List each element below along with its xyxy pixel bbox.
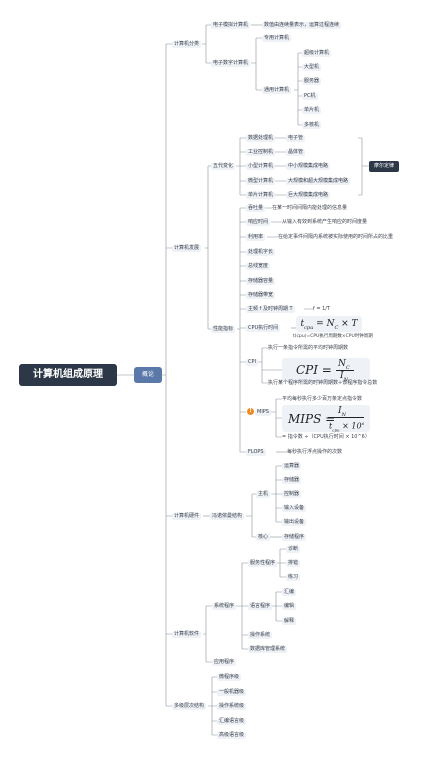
core-node[interactable]: 核心 — [256, 534, 271, 541]
service-item[interactable]: 诊断 — [286, 546, 301, 553]
metric-desc: 从输入有效到系统产生响应的时间度量 — [282, 219, 368, 225]
metric-node[interactable]: 存储器容量 — [246, 278, 276, 285]
cpi-formula: CPI = NC IN — [282, 358, 370, 383]
cpi-node[interactable]: CPI — [246, 359, 258, 366]
generation-node[interactable]: 小型计算机 — [246, 163, 276, 170]
cpu-time-formula: tcpu = NC × T — [296, 316, 362, 332]
software-node[interactable]: 计算机软件 — [172, 631, 202, 638]
level-item[interactable]: 一般机器级 — [217, 689, 247, 696]
generation-node[interactable]: 数据处理机 — [246, 135, 276, 142]
generation-tech[interactable]: 晶体管 — [286, 149, 306, 156]
general-item[interactable]: 多核机 — [302, 122, 322, 129]
general-item[interactable]: 超级计算机 — [302, 50, 332, 57]
cpu-time-desc: t(cpu)=CPU执行周期数×CPU时钟周期 — [293, 334, 373, 339]
cpu-time-node[interactable]: CPU执行时间 — [246, 325, 281, 332]
five-gen-node[interactable]: 五代变化 — [211, 163, 236, 170]
metric-node[interactable]: 吞吐量 — [246, 205, 266, 212]
neumann-node[interactable]: 冯诺依曼结构 — [210, 513, 245, 520]
overview-node[interactable]: 概论 — [134, 367, 162, 383]
levels-node[interactable]: 多级层次结构 — [172, 703, 207, 710]
warning-icon: ! — [247, 408, 254, 415]
host-item[interactable]: 输出设备 — [282, 519, 307, 526]
app-program-node[interactable]: 应用程序 — [212, 659, 237, 666]
cpi-desc2: 执行某个程序所需的时钟周期数÷该程序指令总数 — [268, 380, 378, 386]
general-item[interactable]: 服务器 — [302, 78, 322, 85]
classification-node[interactable]: 计算机分类 — [172, 41, 202, 48]
db-node[interactable]: 数据库管理系统 — [248, 646, 288, 653]
core-item[interactable]: 存储程序 — [282, 534, 307, 541]
level-item[interactable]: 操作系统级 — [217, 703, 247, 710]
lang-item[interactable]: 汇编 — [282, 589, 297, 596]
service-node[interactable]: 服务性程序 — [248, 560, 278, 567]
level-item[interactable]: 微程序级 — [217, 674, 242, 681]
level-item[interactable]: 高级语言级 — [217, 732, 247, 739]
mips-node[interactable]: MIPS — [255, 409, 271, 416]
host-item[interactable]: 输入设备 — [282, 505, 307, 512]
generation-node[interactable]: 微型计算机 — [246, 178, 276, 185]
performance-node[interactable]: 性能指标 — [211, 326, 236, 333]
special-node[interactable]: 专用计算机 — [262, 35, 292, 42]
metric-node[interactable]: 利用率 — [246, 234, 266, 241]
level-item[interactable]: 汇编语言级 — [217, 718, 247, 725]
metric-node[interactable]: 处理机字长 — [246, 249, 276, 256]
generation-tech[interactable]: 中小规模集成电路 — [286, 163, 331, 170]
generation-node[interactable]: 单片计算机 — [246, 192, 276, 199]
metric-desc: 在给定事件间隔内系统被实际使用的时间所占的比重 — [278, 234, 394, 240]
mips-desc: 平均每秒执行多少百万条定点指令数 — [282, 396, 363, 402]
metric-desc: 在某一时间间隔内能处理的信息量 — [272, 205, 348, 211]
cpi-desc: 执行一条指令所需的平均时钟周期数 — [268, 345, 349, 351]
lang-item[interactable]: 解释 — [282, 618, 297, 625]
general-item[interactable]: 大型机 — [302, 64, 322, 71]
moore-law-node[interactable]: 摩尔定律 — [369, 161, 399, 172]
general-item[interactable]: 单片机 — [302, 107, 322, 114]
flops-desc: 每秒执行浮点操作的次数 — [287, 449, 343, 455]
general-node[interactable]: 通用计算机 — [262, 87, 292, 94]
general-item[interactable]: PC机 — [302, 93, 318, 100]
analog-node[interactable]: 电子模拟计算机 — [211, 22, 251, 29]
metric-node[interactable]: 存储器带宽 — [246, 292, 276, 299]
root-node[interactable]: 计算机组成原理 — [19, 364, 117, 386]
service-item[interactable]: 练习 — [286, 574, 301, 581]
lang-node[interactable]: 语言程序 — [248, 603, 273, 610]
host-item[interactable]: 控制器 — [282, 491, 302, 498]
lang-item[interactable]: 编辑 — [282, 603, 297, 610]
generation-tech[interactable]: 电子管 — [286, 135, 306, 142]
service-item[interactable]: 排错 — [286, 560, 301, 567]
hardware-node[interactable]: 计算机硬件 — [172, 513, 202, 520]
generation-tech[interactable]: 巨大规模集成电路 — [286, 192, 331, 199]
generation-node[interactable]: 工业控制机 — [246, 149, 276, 156]
host-item[interactable]: 运算器 — [282, 463, 302, 470]
development-node[interactable]: 计算机发展 — [172, 245, 202, 252]
metric-desc: f = 1/T — [313, 306, 331, 312]
os-node[interactable]: 操作系统 — [248, 632, 273, 639]
metric-node[interactable]: 主频 f 及时钟周期 T — [246, 306, 295, 313]
host-item[interactable]: 存储器 — [282, 477, 302, 484]
mips-desc2: = 指令数 ÷（CPU执行时间 × 10^6） — [282, 434, 370, 440]
generation-tech[interactable]: 大规模和超大规模集成电路 — [286, 178, 351, 185]
mips-formula: MIPS = IN tcpu × 106 — [282, 405, 370, 432]
analog-desc-node[interactable]: 数值由连续量表示，运算过程连续 — [262, 22, 342, 29]
digital-node[interactable]: 电子数字计算机 — [211, 60, 251, 67]
metric-node[interactable]: 响应时间 — [246, 219, 271, 226]
metric-node[interactable]: 总线宽度 — [246, 263, 271, 270]
system-program-node[interactable]: 系统程序 — [212, 603, 237, 610]
flops-node[interactable]: FLOPS — [246, 449, 266, 456]
host-node[interactable]: 主机 — [256, 491, 271, 498]
